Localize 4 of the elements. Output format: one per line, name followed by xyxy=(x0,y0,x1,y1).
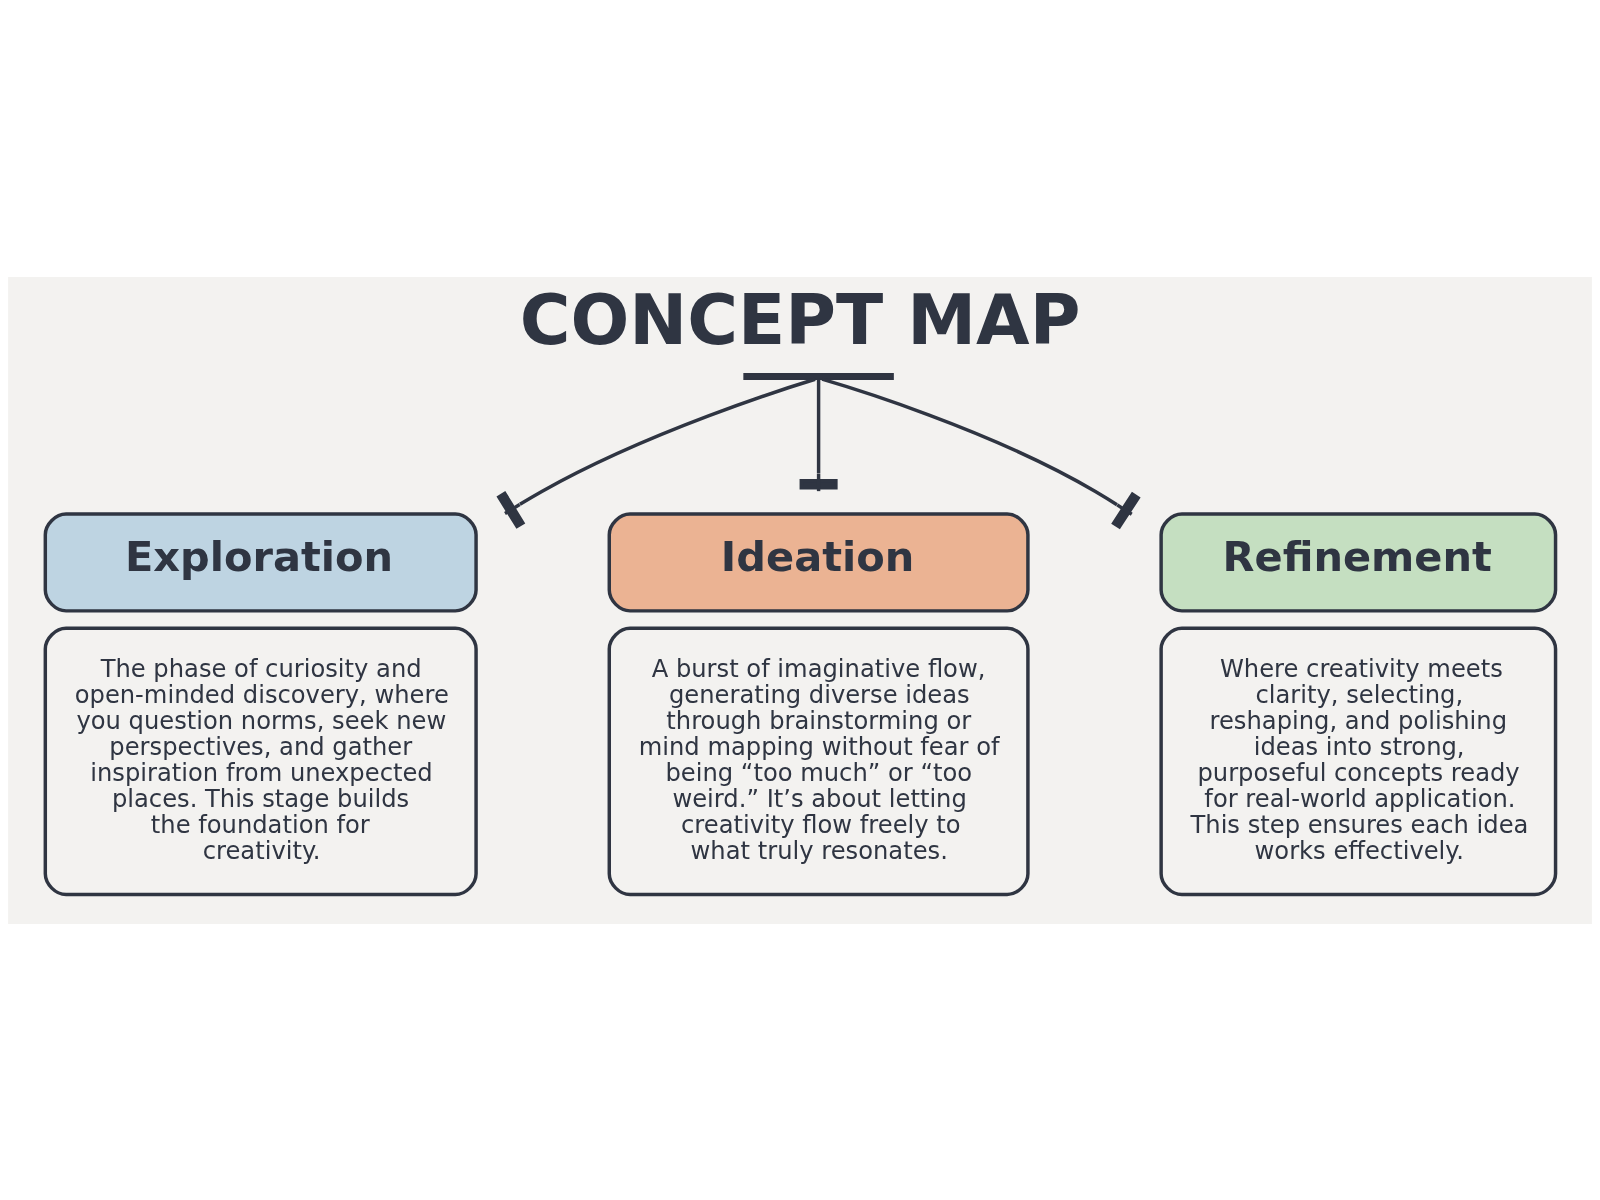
connector xyxy=(821,377,1141,529)
node-bar xyxy=(743,372,894,380)
connector xyxy=(496,377,816,529)
diagram-title: CONCEPT MAP xyxy=(519,279,1081,360)
